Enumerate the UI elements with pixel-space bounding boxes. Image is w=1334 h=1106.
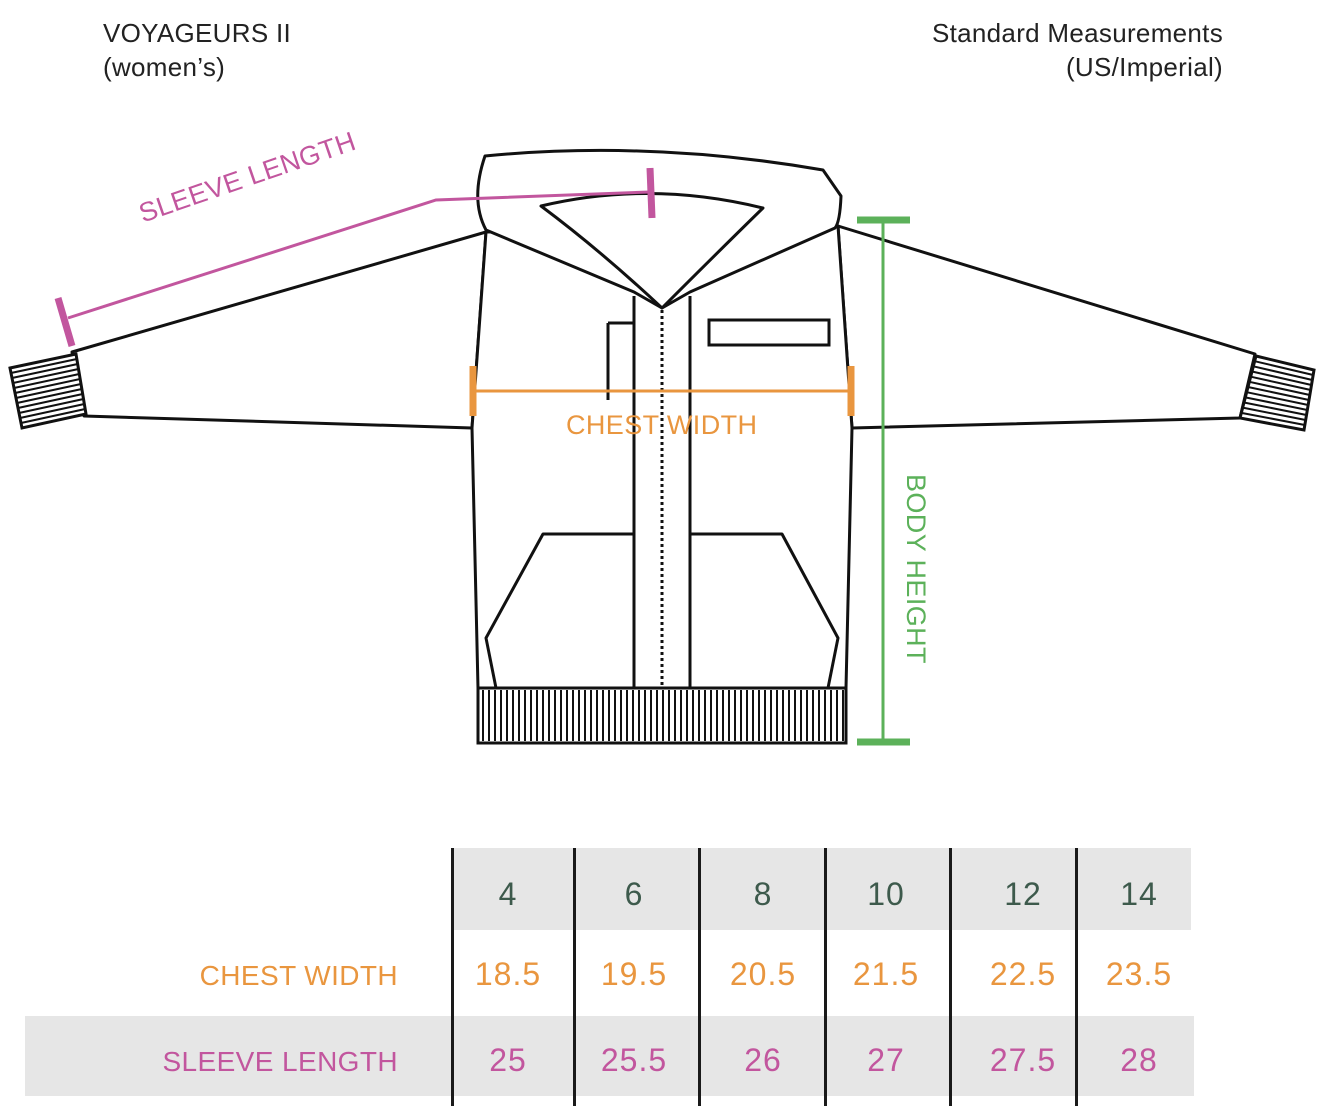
chest-width-cell: 18.5 <box>474 956 542 992</box>
size-header-band <box>453 848 1191 930</box>
sleeve-row-band <box>25 1016 1194 1096</box>
chest-width-label: CHEST WIDTH <box>566 410 758 440</box>
size-header-cell: 10 <box>867 876 905 912</box>
right-sleeve <box>836 224 1257 430</box>
chest-width-cell: 20.5 <box>729 956 797 992</box>
waistband <box>476 686 848 745</box>
chest-width-indicator <box>469 366 855 416</box>
sleeve-length-cell: 25.5 <box>600 1042 668 1078</box>
right-cuff <box>1238 354 1316 432</box>
chest-width-cell: 19.5 <box>600 956 668 992</box>
sleeve-length-cell: 27 <box>867 1042 905 1078</box>
measurement-standard: Standard Measurements <box>931 18 1223 48</box>
sleeve-tick-cuff <box>54 297 76 347</box>
chest-width-cell: 22.5 <box>989 956 1057 992</box>
size-header-cell: 6 <box>624 876 644 912</box>
size-header-cell: 4 <box>498 876 518 912</box>
row-label-chest-width: CHEST WIDTH <box>199 960 398 991</box>
sleeve-length-cell: 26 <box>744 1042 782 1078</box>
body-height-indicator <box>857 216 910 746</box>
column-divider <box>1075 848 1078 1106</box>
left-sleeve <box>70 230 488 430</box>
measurement-standard-block: Standard Measurements (US/Imperial) <box>932 16 1223 84</box>
size-header-cell: 8 <box>753 876 773 912</box>
product-title-block: VOYAGEURS II (women’s) <box>103 16 291 84</box>
sleeve-length-cell: 25 <box>489 1042 527 1078</box>
column-divider <box>949 848 952 1106</box>
column-divider <box>698 848 701 1106</box>
placket <box>606 296 692 688</box>
size-table: CHEST WIDTH SLEEVE LENGTH 4 6 8 10 12 14 18.5 1… <box>0 848 1334 1106</box>
chest-width-cell: 21.5 <box>852 956 920 992</box>
body-height-label: BODY HEIGHT <box>901 474 931 664</box>
row-label-sleeve-length: SLEEVE LENGTH <box>162 1046 398 1077</box>
sleeve-length-cell: 27.5 <box>989 1042 1057 1078</box>
measurement-units: (US/Imperial) <box>1065 52 1223 82</box>
sleeve-tick-neck <box>646 167 656 219</box>
column-divider <box>824 848 827 1106</box>
jacket-diagram <box>8 148 1316 746</box>
column-divider <box>451 848 454 1106</box>
chest-pocket <box>707 318 831 347</box>
left-pocket <box>484 532 634 689</box>
chest-width-cell: 23.5 <box>1105 956 1173 992</box>
column-divider <box>573 848 576 1106</box>
product-variant: (women’s) <box>103 52 226 82</box>
left-cuff <box>8 352 88 430</box>
sleeve-length-cell: 28 <box>1120 1042 1158 1078</box>
right-pocket <box>690 532 840 689</box>
sleeve-length-indicator <box>67 190 651 320</box>
size-header-cell: 12 <box>1004 876 1042 912</box>
size-header-cell: 14 <box>1120 876 1158 912</box>
product-name: VOYAGEURS II <box>103 18 292 48</box>
